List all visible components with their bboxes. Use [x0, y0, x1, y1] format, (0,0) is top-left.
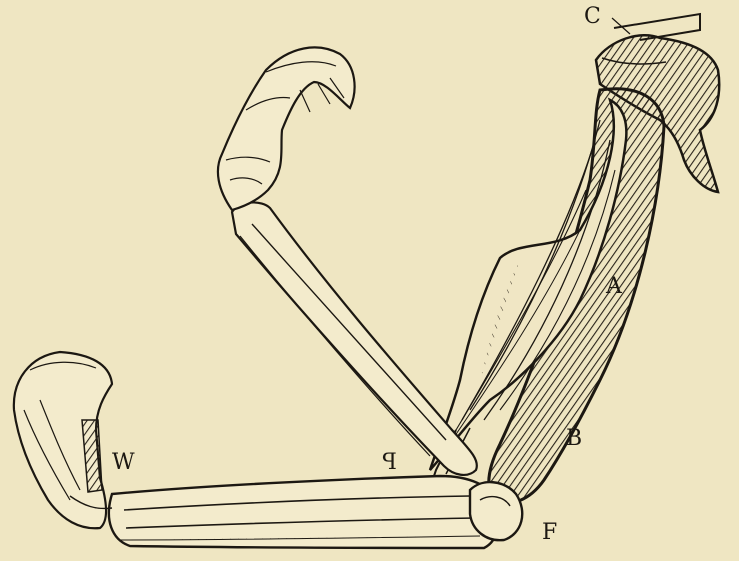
label-b: B: [566, 428, 582, 450]
label-a: A: [606, 276, 622, 298]
lower-hand: [14, 352, 112, 528]
raised-forearm: [232, 202, 477, 475]
label-f: F: [542, 522, 557, 544]
raised-hand: [218, 47, 355, 210]
label-p: P: [382, 452, 397, 474]
label-w: W: [112, 452, 135, 474]
extended-forearm: [109, 476, 522, 548]
label-c: C: [584, 6, 601, 28]
